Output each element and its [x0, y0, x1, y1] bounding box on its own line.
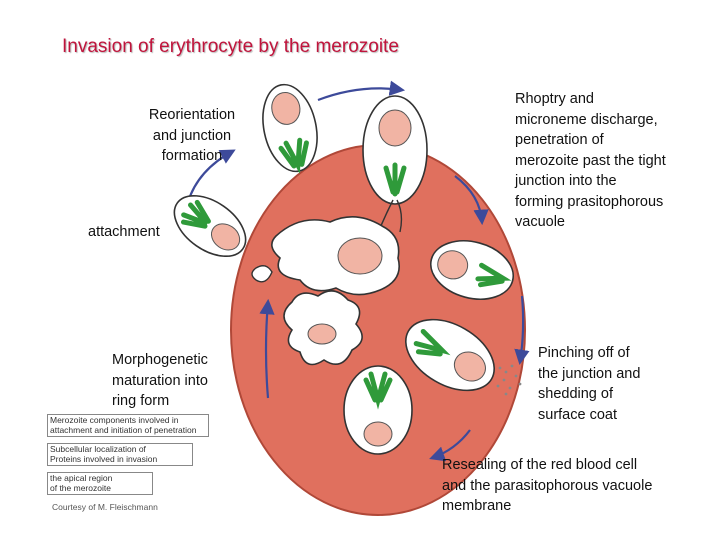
arrow-to-rhoptry [317, 80, 406, 102]
merozoite-reorientation [262, 83, 318, 174]
legend-item-apical-region: the apical region of the merozoite [47, 472, 153, 495]
diagram-title: Invasion of erythrocyte by the merozoite [62, 36, 399, 57]
label-rhoptry-discharge: Rhoptry and microneme discharge, penetra… [515, 91, 666, 230]
merozoite-rhoptry-discharge [362, 95, 428, 233]
small-ring-fragment [251, 265, 273, 283]
legend-item-attachment-components: Merozoite components involved in attachm… [47, 414, 209, 437]
label-reorientation: Reorientation and junction formation [148, 107, 236, 164]
label-morphogenetic: Morphogenetic maturation into ring form [112, 352, 208, 409]
arrow-to-penetration [454, 175, 489, 226]
shed-surface-coat [496, 364, 522, 396]
label-attachment: attachment [88, 224, 160, 240]
legend-item-protein-localization: Subcellular localization of Proteins inv… [47, 443, 193, 466]
ring-form-parasite [283, 290, 363, 366]
arrow-to-pinching [514, 295, 530, 366]
arrow-to-resealing [429, 429, 471, 462]
label-pinching-off: Pinching off of the junction and sheddin… [538, 345, 641, 423]
maturing-trophozoite [271, 216, 400, 296]
arrow-to-ring [259, 298, 275, 399]
merozoite-pinching-off [405, 318, 495, 392]
image-credit: Courtesy of M. Fleischmann [52, 502, 158, 512]
label-resealing: Resealing of the red blood cell and the … [442, 457, 653, 514]
merozoite-penetration [429, 240, 515, 300]
merozoite-resealed [343, 365, 413, 455]
merozoite-attachment [173, 194, 247, 258]
